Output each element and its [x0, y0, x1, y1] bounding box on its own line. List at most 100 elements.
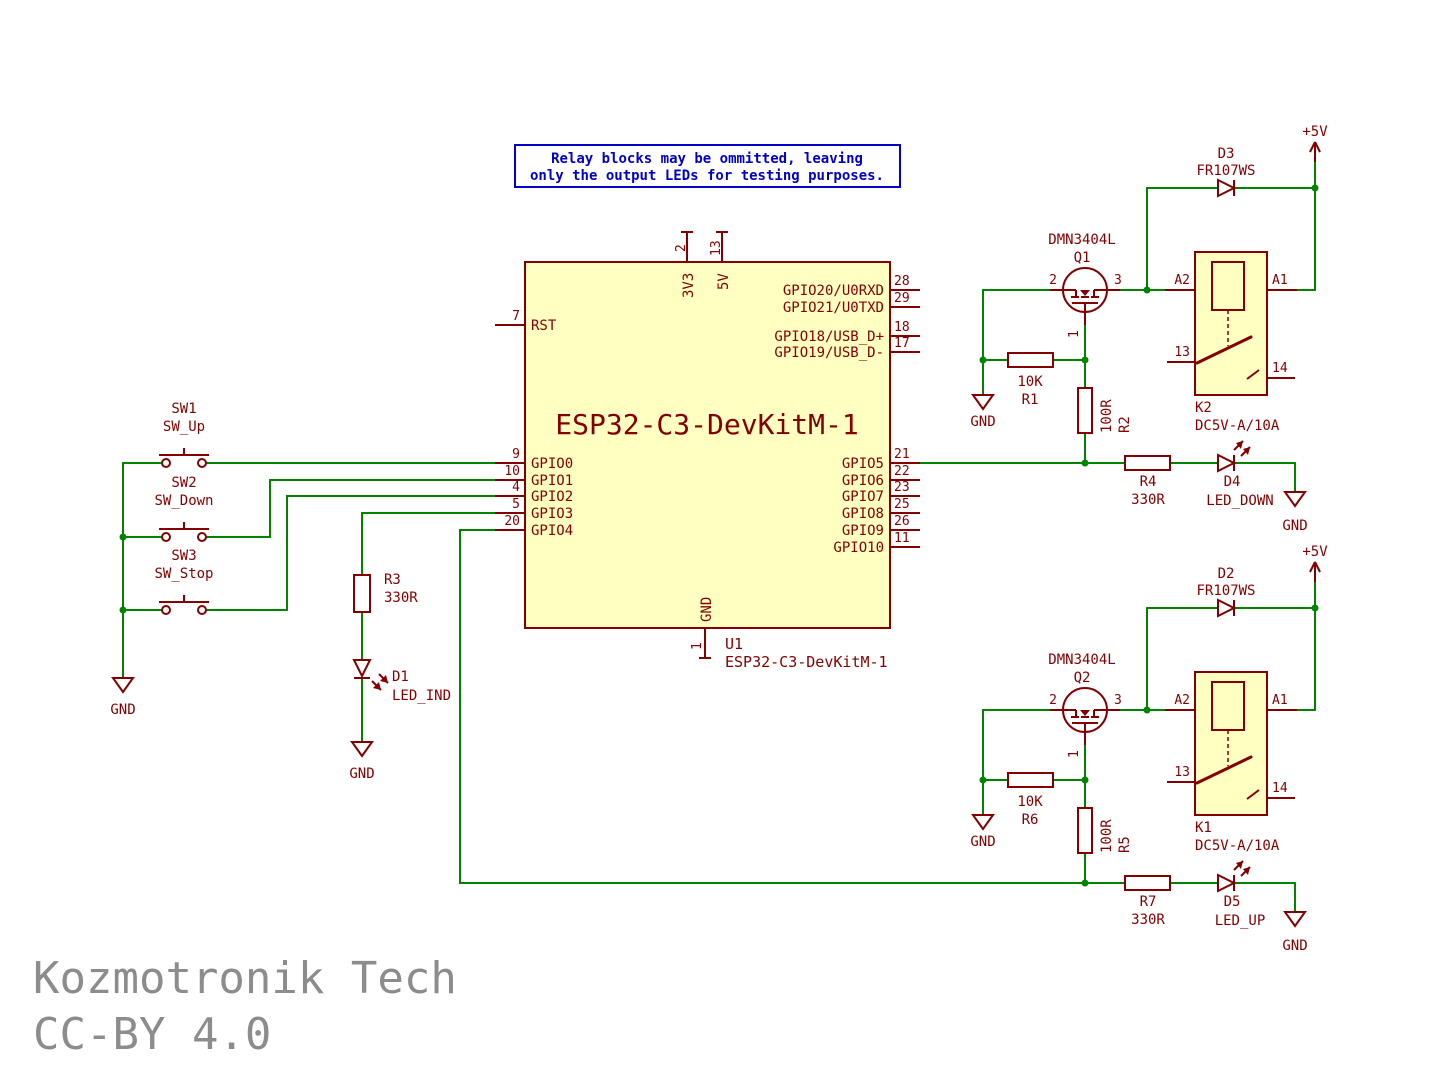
- mosfet: 2 3 1 DMN3404L Q2: [1048, 652, 1122, 758]
- pin-number: 2: [1049, 693, 1057, 708]
- ic-pin-gpio21: 29 GPIO21/U0TXD: [783, 291, 920, 316]
- relay-contact: [1195, 335, 1253, 365]
- pin-number: 5: [512, 497, 520, 512]
- relay-value: DC5V-A/10A: [1195, 418, 1280, 434]
- relay: A2 A1 13 14 K2 DC5V-A/10A: [1165, 251, 1297, 434]
- pin-number: 10: [504, 464, 520, 479]
- pin-number: 4: [512, 480, 520, 495]
- pin-name: A2: [1174, 273, 1190, 288]
- ic-pin-gpio19: 17 GPIO19/USB_D-: [774, 336, 920, 361]
- led-arrow-head: [1243, 867, 1250, 875]
- pin-name: GPIO8: [842, 506, 884, 522]
- led-value: LED_IND: [392, 688, 451, 704]
- pin-name: GPIO9: [842, 523, 884, 539]
- pin-number: 18: [894, 320, 910, 335]
- watermark-author: Kozmotronik Tech: [33, 953, 457, 1004]
- pin-number: 13: [709, 240, 724, 256]
- led-arrow-head: [1236, 861, 1243, 869]
- power-5v-symbol: +5V: [1302, 544, 1328, 582]
- symbol-arrow: [1080, 710, 1090, 716]
- gate-resistor: 100R R2: [1077, 387, 1133, 434]
- ic-pin-gpio20: 28 GPIO20/U0RXD: [783, 274, 920, 299]
- junction-dot: [1143, 286, 1151, 294]
- note-border: [514, 144, 901, 188]
- wire: [459, 529, 1086, 884]
- gnd-symbol: GND: [970, 394, 996, 430]
- resistor-body: [1077, 807, 1093, 854]
- ic-pin-5v: 13 5V: [709, 231, 732, 290]
- resistor-ref: R4: [1140, 474, 1157, 490]
- pin-name: GPIO0: [531, 456, 573, 472]
- switch-terminal: [161, 605, 171, 615]
- pin-name: A2: [1174, 693, 1190, 708]
- pin-number: 17: [894, 336, 910, 351]
- resistor-body: [1007, 772, 1054, 788]
- resistor-ref: R7: [1140, 894, 1157, 910]
- led-triangle: [352, 659, 372, 679]
- pin-name: A1: [1272, 693, 1288, 708]
- junction-dot: [1081, 776, 1089, 784]
- led-ref: D1: [392, 669, 409, 685]
- gnd-arrow: [1283, 491, 1307, 508]
- junction-dot: [119, 606, 127, 614]
- ic-pin-gpio8: 25 GPIO8: [842, 497, 920, 522]
- pin-number: 28: [894, 274, 910, 289]
- junction-dot: [1081, 356, 1089, 364]
- pin-number: 13: [1174, 765, 1190, 780]
- pin-number: 29: [894, 291, 910, 306]
- diode-ref: D2: [1218, 566, 1235, 582]
- gate-resistor: 100R R5: [1077, 807, 1133, 854]
- switch-terminal: [161, 458, 171, 468]
- pin-name: GND: [699, 597, 715, 622]
- resistor-body: [353, 574, 371, 613]
- relay-driver-block-2: +5V GND GND D2 FR107WS: [970, 544, 1328, 954]
- resistor-value: 330R: [1131, 912, 1165, 928]
- ic-ref: U1: [725, 635, 743, 653]
- switch-sw2: SW2 SW_Down: [154, 475, 214, 542]
- pin-name: GPIO4: [531, 523, 573, 539]
- resistor-body: [1124, 455, 1171, 471]
- output-led: D5 LED_UP: [1215, 860, 1265, 929]
- led-value: LED_DOWN: [1206, 493, 1273, 509]
- ic-pin-gpio0: 9 GPIO0: [495, 447, 573, 472]
- diode-ref: D3: [1218, 146, 1235, 162]
- junction-dot: [1081, 459, 1089, 467]
- flyback-diode: D3 FR107WS: [1196, 146, 1256, 198]
- switch-sw3: SW3 SW_Stop: [154, 548, 214, 615]
- ic-pin-3v3: 2 3V3: [674, 231, 697, 298]
- pin-name: GPIO1: [531, 473, 573, 489]
- switch-terminal: [161, 532, 171, 542]
- switch-value: SW_Down: [154, 493, 213, 509]
- wire: [205, 479, 496, 538]
- diode-triangle: [1217, 598, 1237, 618]
- note-box: Relay blocks may be ommitted, leaving on…: [514, 144, 901, 188]
- switch-gnd-symbol: GND: [110, 677, 136, 718]
- switch-terminal: [197, 532, 207, 542]
- ic-pin-gpio9: 26 GPIO9: [842, 514, 920, 539]
- led-ref: D4: [1224, 474, 1241, 490]
- pin-name: 5V: [716, 273, 732, 290]
- mosfet-value: DMN3404L: [1048, 652, 1115, 668]
- watermark-license: CC-BY 4.0: [33, 1009, 271, 1060]
- switch-ref: SW1: [171, 401, 196, 417]
- pin-name: GPIO10: [833, 540, 884, 556]
- led-triangle: [1217, 873, 1237, 893]
- symbol-arrow: [1080, 290, 1090, 296]
- pin-name: GPIO7: [842, 489, 884, 505]
- mosfet: 2 3 1 DMN3404L Q1: [1048, 232, 1122, 338]
- switch-value: SW_Up: [163, 419, 205, 435]
- power-arrow: [1309, 141, 1316, 153]
- resistor-ref: R6: [1022, 812, 1039, 828]
- pin-number: 2: [1049, 273, 1057, 288]
- wire: [205, 495, 496, 611]
- ic-pin-gpio3: 5 GPIO3: [495, 497, 573, 522]
- resistor-value: 100R: [1099, 399, 1115, 433]
- mosfet-value: DMN3404L: [1048, 232, 1115, 248]
- switch-ref: SW3: [171, 548, 196, 564]
- ic-pin-gnd: 1 GND: [690, 597, 715, 659]
- pin-name: GPIO19/USB_D-: [774, 345, 884, 361]
- led-arrow-head: [1236, 441, 1243, 449]
- switch-terminal: [197, 605, 207, 615]
- note-line2: only the output LEDs for testing purpose…: [530, 168, 884, 184]
- pulldown-resistor: 10K R6: [1007, 772, 1054, 828]
